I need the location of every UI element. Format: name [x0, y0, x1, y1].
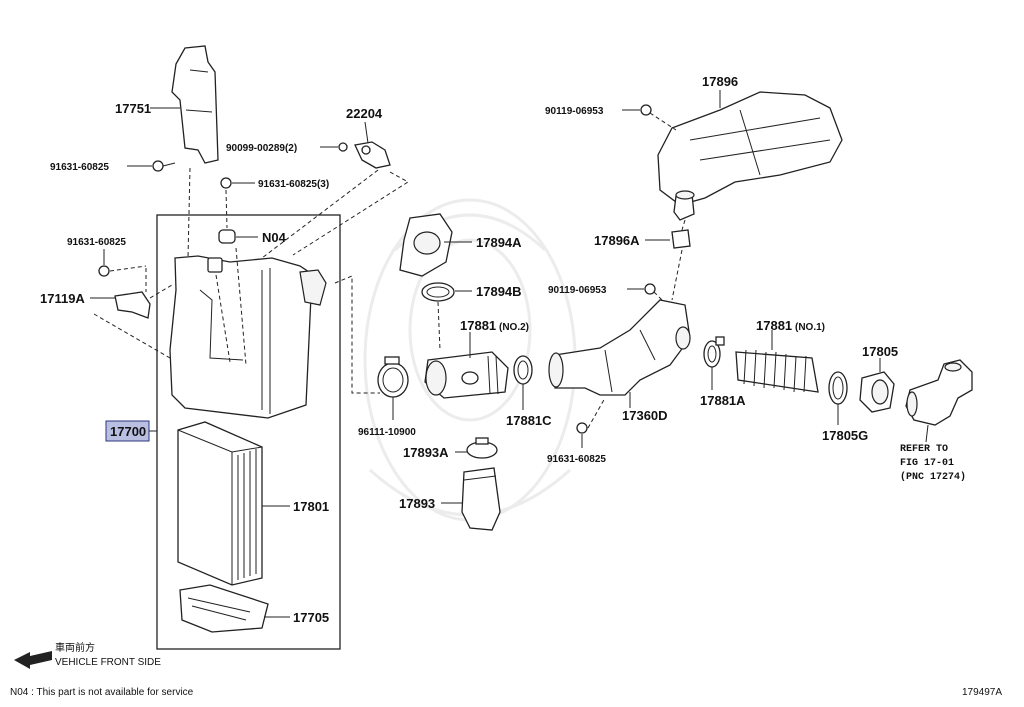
assembly-box-17700	[156, 214, 341, 650]
label-17894A: 17894A	[476, 235, 522, 250]
part-17360D-intake-pipe[interactable]	[548, 299, 691, 396]
refer-line-1: REFER TO	[900, 444, 948, 455]
part-17801-filter-element[interactable]	[177, 421, 263, 586]
label-96111: 96111-10900	[358, 427, 416, 438]
screw-90099[interactable]	[338, 142, 348, 152]
label-17881-no2-suffix: (NO.2)	[499, 322, 529, 333]
label-90119-a: 90119-06953	[545, 106, 604, 117]
part-17881C-clamp[interactable]	[513, 355, 533, 385]
label-90119-b: 90119-06953	[548, 285, 607, 296]
part-17881-hose-no2[interactable]	[424, 351, 509, 399]
part-22204-sensor[interactable]	[354, 141, 391, 169]
label-91631-c: 91631-60825	[67, 237, 126, 248]
part-17896A-clamp[interactable]	[671, 229, 691, 249]
part-17894A-seal[interactable]	[399, 213, 453, 277]
part-N04-grommet[interactable]	[218, 229, 236, 244]
label-17805G: 17805G	[822, 428, 868, 443]
bolt-91631-d[interactable]	[576, 422, 588, 434]
part-17893A-clamp[interactable]	[466, 437, 498, 459]
part-96111-clamp[interactable]	[377, 356, 409, 398]
bolt-91631-a[interactable]	[152, 160, 176, 172]
label-17881-no1: 17881	[756, 318, 792, 333]
label-17805: 17805	[862, 344, 898, 359]
label-91631-b: 91631-60825(3)	[258, 179, 329, 190]
label-17896A: 17896A	[594, 233, 640, 248]
bolt-91631-b[interactable]	[220, 177, 232, 189]
label-17119A: 17119A	[40, 291, 85, 306]
label-17881-no2: 17881	[460, 318, 496, 333]
label-17751: 17751	[115, 101, 151, 116]
label-17896: 17896	[702, 74, 738, 89]
label-22204: 22204	[346, 106, 383, 121]
label-17700-highlight[interactable]: 17700	[105, 420, 150, 442]
part-17893-hose[interactable]	[461, 467, 501, 531]
label-N04: N04	[262, 230, 287, 245]
footnote: N04 : This part is not available for ser…	[10, 687, 194, 698]
label-17881-no1-suffix: (NO.1)	[795, 322, 825, 333]
refer-line-2: FIG 17-01	[900, 458, 954, 469]
label-91631-d: 91631-60825	[547, 454, 606, 465]
part-17896-resonator[interactable]	[657, 91, 843, 221]
part-17894B-clamp[interactable]	[421, 282, 455, 302]
label-17893A: 17893A	[403, 445, 449, 460]
part-17881A-clamp[interactable]	[703, 336, 725, 368]
part-17805G-gasket[interactable]	[828, 371, 848, 405]
label-17360D: 17360D	[622, 408, 668, 423]
front-label-en: VEHICLE FRONT SIDE	[55, 657, 161, 668]
part-air-cleaner-case[interactable]	[169, 247, 327, 419]
part-17751-intake-duct[interactable]	[171, 45, 219, 164]
bolt-90119-a[interactable]	[640, 104, 652, 116]
label-17801: 17801	[293, 499, 329, 514]
label-17893: 17893	[399, 496, 435, 511]
label-17700: 17700	[110, 424, 146, 439]
vehicle-front-arrow	[14, 651, 52, 669]
label-17705: 17705	[293, 610, 329, 625]
label-90099: 90099-00289(2)	[226, 143, 297, 154]
part-17119A-bracket[interactable]	[114, 291, 151, 319]
refer-line-3: (PNC 17274)	[900, 471, 966, 483]
label-17881A: 17881A	[700, 393, 746, 408]
part-17705-lower-case[interactable]	[179, 584, 269, 633]
label-17894B: 17894B	[476, 284, 522, 299]
front-label-jp: 車両前方	[55, 641, 95, 654]
part-17881-hose-no1[interactable]	[735, 349, 819, 393]
label-91631-a: 91631-60825	[50, 162, 109, 173]
figure-code: 179497A	[962, 687, 1002, 698]
bolt-91631-c[interactable]	[98, 265, 110, 277]
part-reference-17274[interactable]	[905, 359, 973, 426]
part-17805-fitting[interactable]	[859, 371, 895, 413]
bolt-90119-b[interactable]	[644, 283, 656, 295]
label-17881C: 17881C	[506, 413, 552, 428]
